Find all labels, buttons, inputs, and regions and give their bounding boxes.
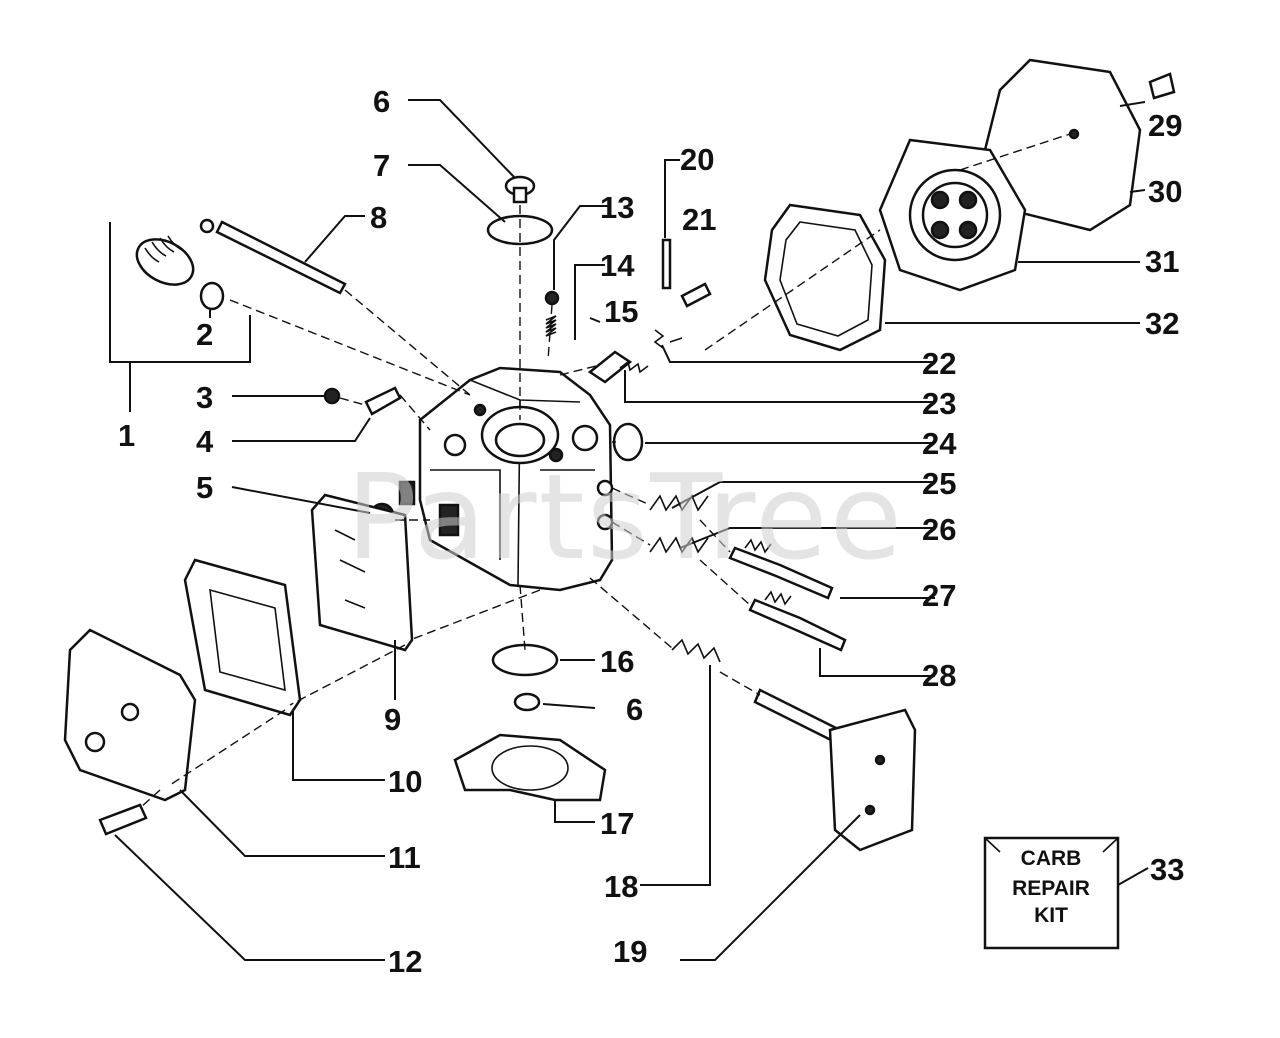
flange-gasket-part xyxy=(453,733,607,802)
callout-33: 33 xyxy=(1150,852,1184,887)
callout-9: 9 xyxy=(384,702,401,737)
callout-15: 15 xyxy=(604,294,638,329)
callout-16: 16 xyxy=(600,644,634,679)
pin-screw-part xyxy=(653,238,712,349)
callout-2: 2 xyxy=(196,317,213,352)
diaphragm-part xyxy=(878,138,1027,292)
callout-25: 25 xyxy=(922,466,956,501)
callout-6-top: 6 xyxy=(373,84,390,119)
callout-31: 31 xyxy=(1145,244,1179,279)
callout-14: 14 xyxy=(600,248,635,283)
callout-20: 20 xyxy=(680,142,714,177)
callout-13: 13 xyxy=(600,190,634,225)
callout-32: 32 xyxy=(1145,306,1179,341)
callout-12: 12 xyxy=(388,944,422,979)
screw-lever-part xyxy=(323,386,402,416)
callout-22: 22 xyxy=(922,346,956,381)
callout-29: 29 xyxy=(1148,108,1182,143)
filter-screen-part xyxy=(135,235,225,311)
callout-7: 7 xyxy=(373,148,390,183)
callout-3: 3 xyxy=(196,380,213,415)
callout-4: 4 xyxy=(196,424,214,459)
choke-plate-part xyxy=(491,643,559,712)
choke-shaft-part xyxy=(671,638,917,852)
leader-lines xyxy=(109,99,1149,961)
kit-text-line-1: CARB xyxy=(1021,847,1082,870)
callout-27: 27 xyxy=(922,578,956,613)
callout-30: 30 xyxy=(1148,174,1182,209)
callout-21: 21 xyxy=(682,202,716,237)
callout-8: 8 xyxy=(370,200,387,235)
cover-screw-part xyxy=(98,803,148,836)
callout-23: 23 xyxy=(922,386,956,421)
needle-spring-part xyxy=(544,290,649,384)
callout-5: 5 xyxy=(196,470,213,505)
kit-text-line-3: KIT xyxy=(1034,904,1068,927)
diaphragm-cover-part xyxy=(983,58,1176,232)
pump-diaphragm-part xyxy=(183,558,302,717)
carb-repair-kit-box: CARB REPAIR KIT xyxy=(983,836,1120,950)
throttle-shaft-part xyxy=(199,218,347,295)
callout-labels: 1 2 3 4 5 6 7 8 9 10 11 12 13 14 15 16 6… xyxy=(118,84,1184,979)
callout-1: 1 xyxy=(118,418,135,453)
callout-17: 17 xyxy=(600,806,634,841)
pump-gasket-part xyxy=(310,493,414,652)
kit-text-line-2: REPAIR xyxy=(1012,877,1090,900)
callout-18: 18 xyxy=(604,869,638,904)
callout-6-bottom: 6 xyxy=(626,692,643,727)
carburetor-body xyxy=(398,366,614,592)
callout-28: 28 xyxy=(922,658,956,693)
mixture-needle-part xyxy=(728,538,847,652)
callout-24: 24 xyxy=(922,426,957,461)
callout-26: 26 xyxy=(922,512,956,547)
callout-19: 19 xyxy=(613,934,647,969)
callout-10: 10 xyxy=(388,764,422,799)
assembly-lines xyxy=(139,133,1071,809)
throttle-plate-part xyxy=(486,175,554,246)
watermark: PartsTree xyxy=(346,448,904,586)
callout-11: 11 xyxy=(388,840,421,875)
gasket-part xyxy=(763,203,887,352)
idle-spring-part xyxy=(649,494,709,554)
